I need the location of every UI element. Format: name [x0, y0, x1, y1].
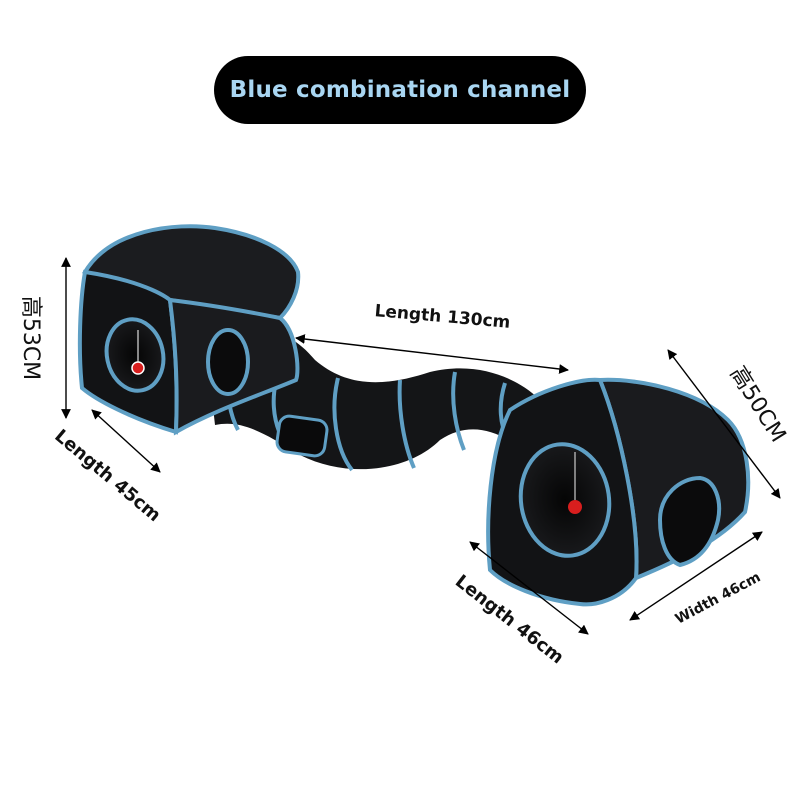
tunnel-window [275, 414, 329, 458]
title-banner: Blue combination channel [214, 56, 586, 124]
label-length-left: Length 45cm [50, 425, 164, 526]
arrow-length-right [469, 541, 589, 635]
right-tent [486, 377, 751, 607]
tunnel-ring-4 [397, 379, 416, 469]
arrow-height-right [667, 349, 781, 499]
right-tent-side-window [657, 475, 721, 568]
left-cube-front-hole [104, 317, 166, 393]
arrow-width-right [629, 531, 763, 621]
title-text: Blue combination channel [229, 77, 571, 103]
right-toy-ball [568, 500, 582, 514]
label-width-right: Width 46cm [673, 569, 764, 627]
dimension-arrows [61, 257, 781, 635]
left-cube-side-opening [206, 328, 250, 396]
left-cube [77, 224, 301, 436]
arrow-length-left [91, 409, 161, 473]
tunnel-ring-5 [451, 371, 466, 451]
tunnel-ring-3 [332, 377, 354, 472]
left-toy-ball [131, 361, 145, 375]
label-height-left: 高53CM [18, 296, 43, 380]
label-tunnel-length: Length 130cm [374, 301, 511, 333]
arrow-tunnel-length [295, 334, 569, 374]
